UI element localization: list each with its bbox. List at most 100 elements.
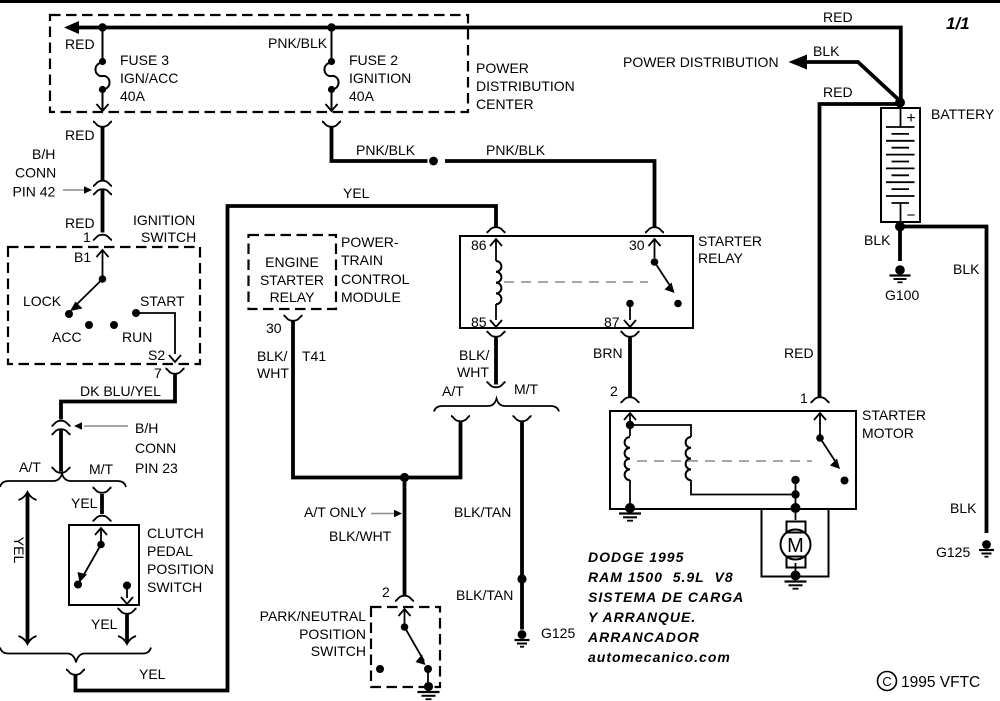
svg-text:RED: RED [65, 215, 95, 231]
svg-text:SWITCH: SWITCH [147, 579, 202, 595]
svg-text:MOTOR: MOTOR [862, 425, 914, 441]
svg-text:WHT: WHT [257, 365, 289, 381]
svg-text:30: 30 [629, 237, 645, 253]
svg-text:PNK/BLK: PNK/BLK [356, 142, 416, 158]
svg-text:POWER: POWER [476, 60, 529, 76]
svg-text:CONN: CONN [135, 440, 176, 456]
svg-text:SWITCH: SWITCH [141, 229, 196, 245]
svg-text:M/T: M/T [89, 461, 114, 477]
svg-text:BLK/WHT: BLK/WHT [329, 528, 392, 544]
svg-text:POWER-: POWER- [341, 234, 399, 250]
svg-text:BLK: BLK [813, 43, 840, 59]
svg-text:PIN 42: PIN 42 [13, 184, 56, 200]
svg-text:SWITCH: SWITCH [311, 643, 366, 659]
svg-text:G100: G100 [885, 287, 919, 303]
svg-text:1: 1 [83, 229, 91, 245]
svg-text:CENTER: CENTER [476, 96, 534, 112]
svg-text:T41: T41 [302, 348, 326, 364]
svg-text:DISTRIBUTION: DISTRIBUTION [476, 78, 575, 94]
svg-text:RELAY: RELAY [270, 289, 316, 305]
svg-text:YEL: YEL [11, 537, 27, 564]
svg-text:+: + [906, 110, 915, 127]
svg-text:YEL: YEL [343, 185, 370, 201]
svg-text:CONN: CONN [15, 165, 56, 181]
svg-text:automecanico.com: automecanico.com [588, 649, 731, 665]
svg-text:POSITION: POSITION [147, 561, 214, 577]
svg-text:87: 87 [604, 314, 620, 330]
svg-text:40A: 40A [349, 88, 375, 104]
svg-text:G125: G125 [936, 544, 970, 560]
svg-text:STARTER: STARTER [698, 233, 762, 249]
svg-text:BLK: BLK [950, 500, 977, 516]
svg-text:YEL: YEL [91, 616, 118, 632]
svg-text:B1: B1 [74, 249, 91, 265]
svg-text:FUSE 3: FUSE 3 [120, 52, 169, 68]
svg-text:86: 86 [471, 237, 487, 253]
svg-text:S2: S2 [148, 347, 165, 363]
svg-text:PIN 23: PIN 23 [135, 460, 178, 476]
svg-text:A/T: A/T [442, 383, 464, 399]
svg-text:A/T: A/T [19, 459, 41, 475]
svg-text:LOCK: LOCK [23, 293, 62, 309]
svg-text:IGN/ACC: IGN/ACC [120, 70, 178, 86]
svg-text:IGNITION: IGNITION [133, 212, 195, 228]
svg-text:1/1: 1/1 [946, 14, 970, 33]
svg-text:FUSE 2: FUSE 2 [349, 52, 398, 68]
svg-text:ARRANCADOR: ARRANCADOR [587, 629, 700, 645]
svg-text:PARK/NEUTRAL: PARK/NEUTRAL [260, 608, 367, 624]
svg-text:RED: RED [823, 9, 853, 25]
svg-text:STARTER: STARTER [862, 407, 926, 423]
svg-text:BLK: BLK [953, 261, 980, 277]
svg-text:BLK/: BLK/ [459, 347, 489, 363]
svg-text:PEDAL: PEDAL [147, 543, 193, 559]
svg-text:85: 85 [471, 314, 487, 330]
svg-text:IGNITION: IGNITION [349, 70, 411, 86]
svg-text:STARTER: STARTER [260, 272, 324, 288]
svg-text:BATTERY: BATTERY [931, 106, 995, 122]
svg-text:30: 30 [266, 320, 282, 336]
svg-text:CLUTCH: CLUTCH [147, 525, 204, 541]
svg-text:BLK/: BLK/ [257, 348, 287, 364]
svg-text:POSITION: POSITION [299, 626, 366, 642]
svg-text:M: M [787, 535, 804, 557]
svg-text:ENGINE: ENGINE [265, 254, 319, 270]
svg-text:2: 2 [610, 383, 618, 399]
svg-text:RELAY: RELAY [698, 250, 744, 266]
svg-text:YEL: YEL [139, 666, 166, 682]
svg-text:A/T ONLY: A/T ONLY [304, 504, 367, 520]
svg-text:PNK/BLK: PNK/BLK [268, 35, 328, 51]
svg-text:M/T: M/T [514, 381, 539, 397]
svg-text:7: 7 [154, 365, 162, 381]
svg-text:MODULE: MODULE [341, 289, 401, 305]
svg-text:YEL: YEL [71, 495, 98, 511]
svg-text:B/H: B/H [32, 146, 55, 162]
svg-text:1995 VFTC: 1995 VFTC [901, 674, 980, 691]
svg-text:−: − [907, 207, 916, 224]
svg-text:BRN: BRN [593, 345, 623, 361]
svg-text:DK BLU/YEL: DK BLU/YEL [80, 383, 161, 399]
svg-text:RED: RED [65, 36, 95, 52]
svg-text:POWER DISTRIBUTION: POWER DISTRIBUTION [623, 54, 779, 70]
svg-text:1: 1 [800, 390, 808, 406]
svg-text:40A: 40A [120, 88, 146, 104]
svg-text:BLK/TAN: BLK/TAN [456, 587, 513, 603]
svg-text:RED: RED [65, 127, 95, 143]
svg-text:TRAIN: TRAIN [341, 252, 383, 268]
svg-text:2: 2 [382, 584, 390, 600]
svg-text:CONTROL: CONTROL [341, 271, 410, 287]
svg-text:RAM 1500 5.9L V8: RAM 1500 5.9L V8 [588, 569, 734, 585]
svg-text:DODGE 1995: DODGE 1995 [588, 549, 684, 565]
svg-text:BLK: BLK [864, 232, 891, 248]
svg-text:B/H: B/H [135, 420, 158, 436]
svg-text:START: START [140, 293, 185, 309]
svg-text:PNK/BLK: PNK/BLK [486, 142, 546, 158]
svg-text:G125: G125 [541, 625, 575, 641]
svg-text:SISTEMA DE CARGA: SISTEMA DE CARGA [588, 589, 744, 605]
svg-text:Y ARRANQUE.: Y ARRANQUE. [588, 609, 696, 625]
svg-text:BLK/TAN: BLK/TAN [454, 504, 511, 520]
svg-text:C: C [882, 674, 891, 689]
svg-text:ACC: ACC [52, 329, 82, 345]
svg-text:RED: RED [784, 345, 814, 361]
svg-text:RUN: RUN [122, 329, 152, 345]
svg-text:RED: RED [823, 84, 853, 100]
